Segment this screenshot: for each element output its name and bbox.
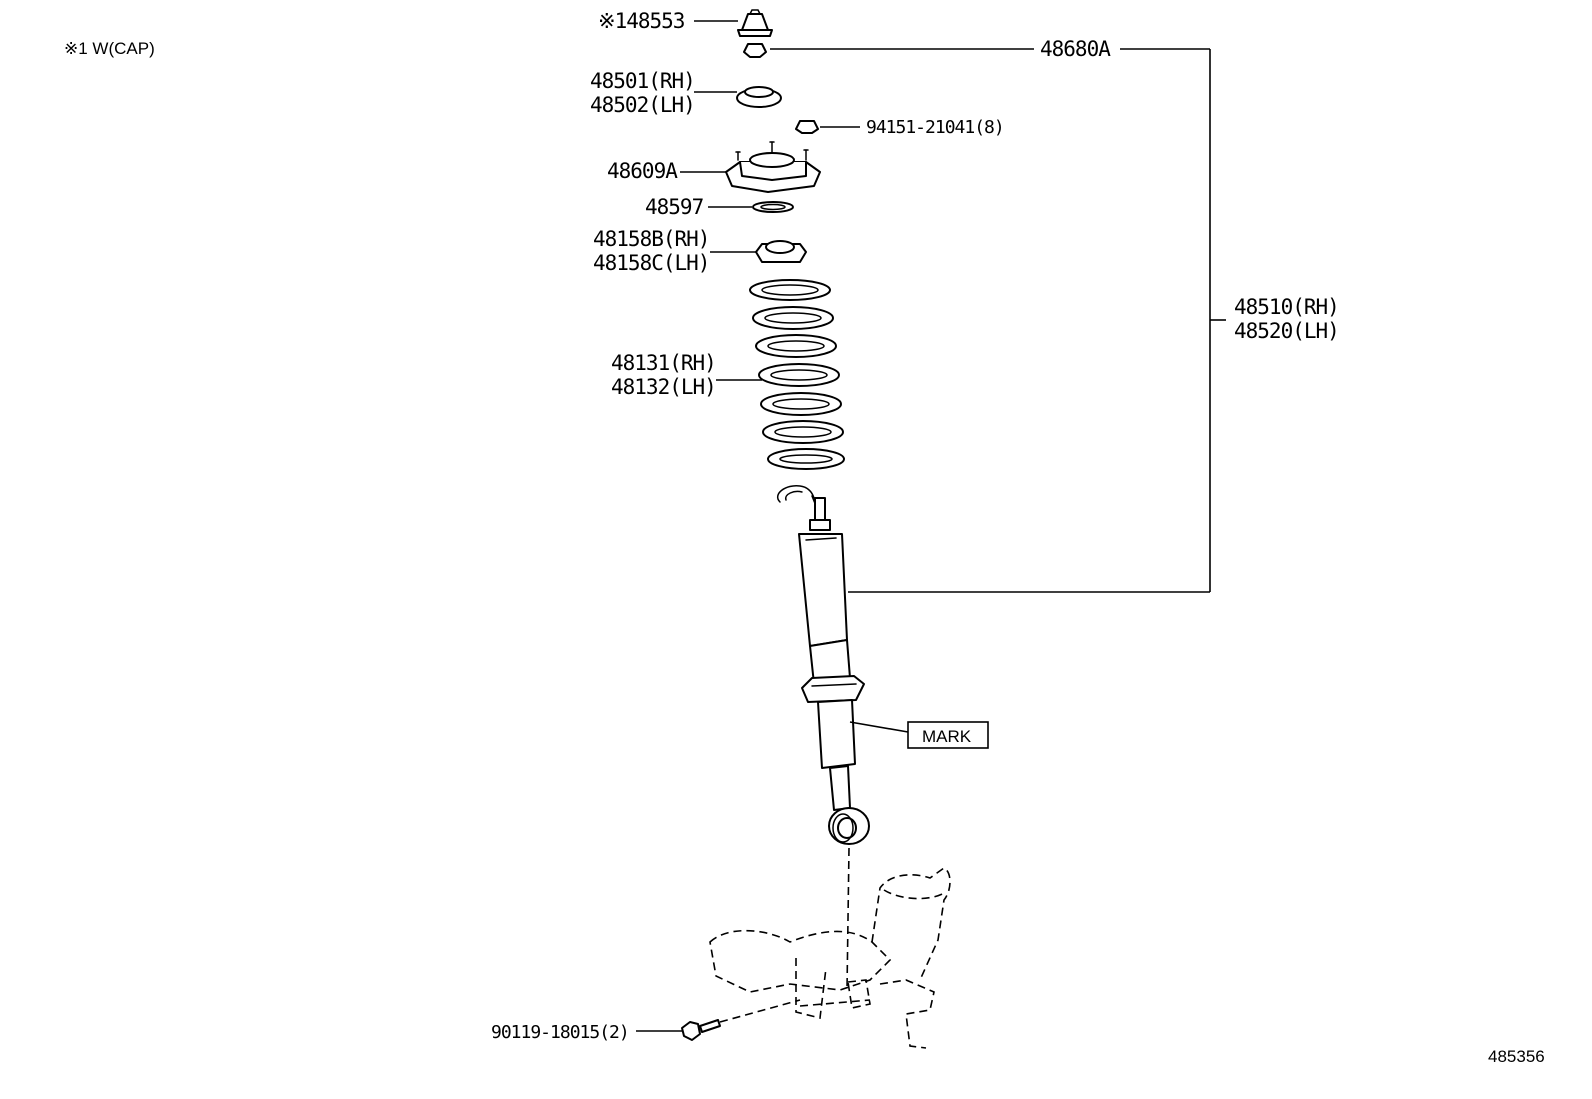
label-bearing-assy[interactable]: 48680A — [1040, 37, 1112, 61]
coil-spring-part — [749, 279, 845, 470]
insulator-part — [752, 201, 794, 213]
label-coil-rh[interactable]: 48131(RH) — [611, 351, 717, 375]
label-bolt[interactable]: 90119-18015(2) — [491, 1022, 630, 1043]
label-support-rh[interactable]: 48501(RH) — [590, 69, 696, 93]
lower-arm-phantom — [709, 867, 951, 1049]
bolt-part — [681, 1019, 721, 1041]
label-absorber-rh[interactable]: 48510(RH) — [1234, 295, 1340, 319]
label-spring-upper-rh[interactable]: 48158B(RH) — [593, 227, 710, 251]
upper-support-part — [725, 141, 821, 193]
label-coil-lh[interactable]: 48132(LH) — [611, 375, 717, 399]
footnote-text: ※1 W(CAP) — [64, 39, 155, 58]
label-mark[interactable]: MARK — [922, 727, 972, 746]
label-cap[interactable]: ※148553 — [598, 9, 686, 33]
shock-absorber-part — [777, 485, 870, 845]
bearing-nut-part — [743, 43, 767, 58]
label-nut[interactable]: 94151-21041(8) — [866, 117, 1005, 138]
flange-nut-part — [795, 120, 819, 134]
cap-part — [737, 9, 773, 37]
label-upper-support[interactable]: 48609A — [607, 159, 679, 183]
spring-seat-part — [755, 240, 807, 263]
illustration-number: 485356 — [1488, 1047, 1545, 1066]
label-spring-upper-lh[interactable]: 48158C(LH) — [593, 251, 710, 275]
support-bushing-part — [736, 86, 782, 108]
label-support-lh[interactable]: 48502(LH) — [590, 93, 696, 117]
label-absorber-lh[interactable]: 48520(LH) — [1234, 319, 1340, 343]
label-insulator[interactable]: 48597 — [645, 195, 705, 219]
